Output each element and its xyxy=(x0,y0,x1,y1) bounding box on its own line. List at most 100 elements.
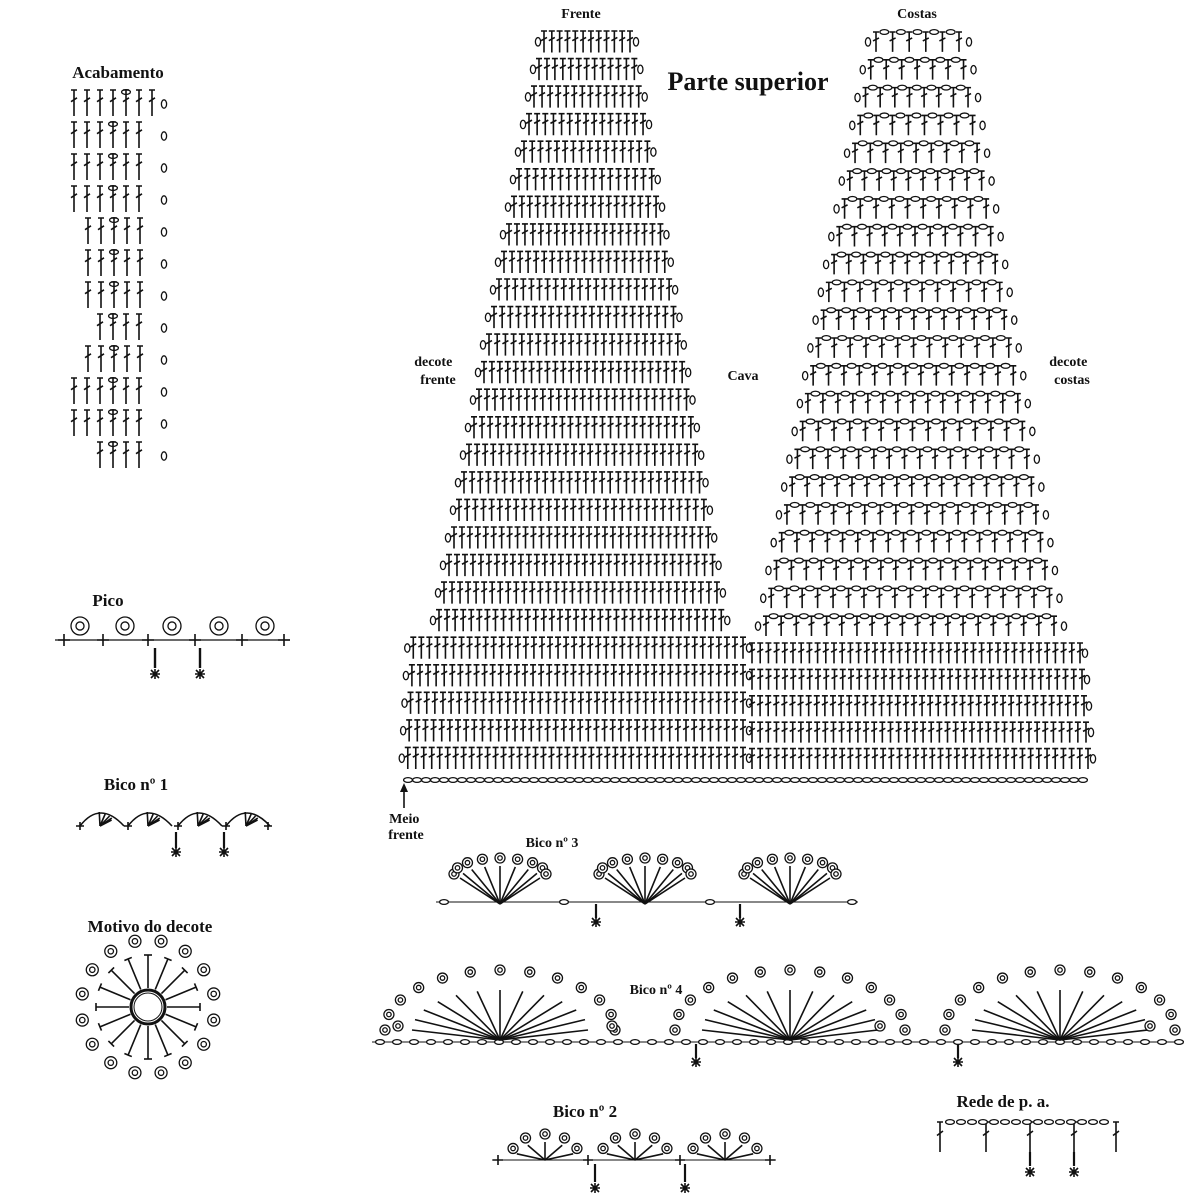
chain-stitch xyxy=(872,140,883,147)
treble-stitch xyxy=(967,198,974,219)
treble-stitch xyxy=(540,250,548,273)
treble-stitch xyxy=(939,504,946,525)
treble-stitch xyxy=(553,663,561,687)
chain-stitch xyxy=(888,776,900,784)
treble-stitch xyxy=(920,747,928,769)
treble-stitch xyxy=(773,668,781,690)
treble-stitch xyxy=(561,663,569,687)
treble-stitch xyxy=(619,443,626,466)
picot-center xyxy=(1168,1011,1174,1018)
chain-stitch xyxy=(914,474,925,481)
chain-stitch xyxy=(474,776,486,784)
treble-stitch xyxy=(607,57,614,81)
treble-stitch xyxy=(831,668,838,690)
treble-stitch xyxy=(461,553,469,577)
treble-stitch xyxy=(872,281,879,303)
treble-stitch xyxy=(967,695,974,717)
treble-stitch xyxy=(585,223,593,246)
motivo-spoke xyxy=(154,1024,169,1056)
treble-stitch xyxy=(572,608,580,632)
treble-stitch xyxy=(488,360,496,384)
treble-stitch xyxy=(526,195,534,218)
treble-stitch xyxy=(466,526,474,549)
treble-stitch xyxy=(961,747,969,769)
treble-stitch xyxy=(1004,668,1012,690)
treble-stitch xyxy=(475,608,483,632)
treble-stitch xyxy=(616,333,624,356)
treble-stitch xyxy=(823,615,830,636)
treble-stitch xyxy=(808,531,816,553)
bico4-fan xyxy=(499,991,524,1041)
bico3-fan xyxy=(604,877,646,905)
picot-center xyxy=(522,1135,529,1141)
treble-stitch xyxy=(520,498,528,521)
treble-stitch xyxy=(555,388,563,411)
treble-stitch xyxy=(615,112,622,136)
chain-stitch xyxy=(829,529,841,536)
chain-stitch xyxy=(408,1038,420,1046)
chain-stitch xyxy=(878,195,889,202)
treble-stitch xyxy=(502,415,510,439)
treble-stitch xyxy=(1080,695,1088,717)
pico-label: Pico xyxy=(92,591,123,610)
treble-stitch xyxy=(851,225,858,247)
treble-stitch xyxy=(683,443,691,466)
treble-stitch xyxy=(637,250,645,273)
chain-stitch xyxy=(870,776,882,784)
treble-stitch xyxy=(649,333,657,356)
treble-stitch xyxy=(525,553,533,577)
treble-stitch xyxy=(586,663,593,687)
treble-stitch xyxy=(640,167,647,191)
chain-stitch xyxy=(816,1038,828,1046)
treble-stitch xyxy=(495,719,503,742)
treble-stitch xyxy=(135,153,143,180)
treble-stitch xyxy=(1009,721,1017,743)
chain-stitch xyxy=(975,390,986,397)
single-crochet xyxy=(76,822,84,830)
asterisk-marker xyxy=(735,917,745,927)
chain-stitch xyxy=(689,395,696,405)
bico2-fan xyxy=(696,1153,726,1161)
chain-stitch xyxy=(160,227,168,237)
treble-stitch xyxy=(830,642,838,664)
treble-stitch xyxy=(659,636,666,659)
treble-stitch xyxy=(548,250,556,273)
treble-stitch xyxy=(905,114,912,136)
picot-center xyxy=(975,984,982,991)
treble-stitch xyxy=(572,305,579,329)
chain-stitch xyxy=(784,529,795,536)
treble-stitch xyxy=(1015,587,1022,609)
treble-stitch xyxy=(463,691,471,714)
treble-stitch xyxy=(553,526,561,549)
chain-stitch xyxy=(939,168,951,175)
treble-stitch xyxy=(927,721,935,743)
treble-stitch xyxy=(522,443,529,466)
treble-stitch xyxy=(417,636,425,659)
chain-stitch xyxy=(862,279,873,286)
treble-stitch xyxy=(109,441,117,468)
decote-costas-label: decote costas xyxy=(1049,355,1091,388)
treble-stitch xyxy=(878,337,886,358)
chain-stitch xyxy=(951,776,963,784)
chain-stitch xyxy=(861,362,873,369)
treble-stitch xyxy=(996,559,1004,581)
treble-stitch xyxy=(594,443,602,466)
treble-stitch xyxy=(756,747,764,769)
treble-stitch xyxy=(634,691,641,714)
treble-stitch xyxy=(932,365,940,386)
treble-stitch xyxy=(860,253,867,275)
treble-stitch xyxy=(627,140,635,163)
treble-stitch xyxy=(670,360,678,384)
motivo-spoke-bar xyxy=(107,1040,115,1048)
treble-stitch xyxy=(480,360,488,384)
treble-stitch xyxy=(701,553,708,577)
treble-stitch xyxy=(552,719,560,742)
chain-stitch xyxy=(914,501,925,508)
treble-stitch xyxy=(498,636,506,659)
treble-stitch xyxy=(1112,1121,1120,1152)
bico4-fan xyxy=(414,1018,501,1041)
chain-stitch xyxy=(938,362,950,369)
chain-stitch xyxy=(990,585,1001,592)
treble-stitch xyxy=(651,498,659,521)
treble-stitch xyxy=(875,170,883,191)
